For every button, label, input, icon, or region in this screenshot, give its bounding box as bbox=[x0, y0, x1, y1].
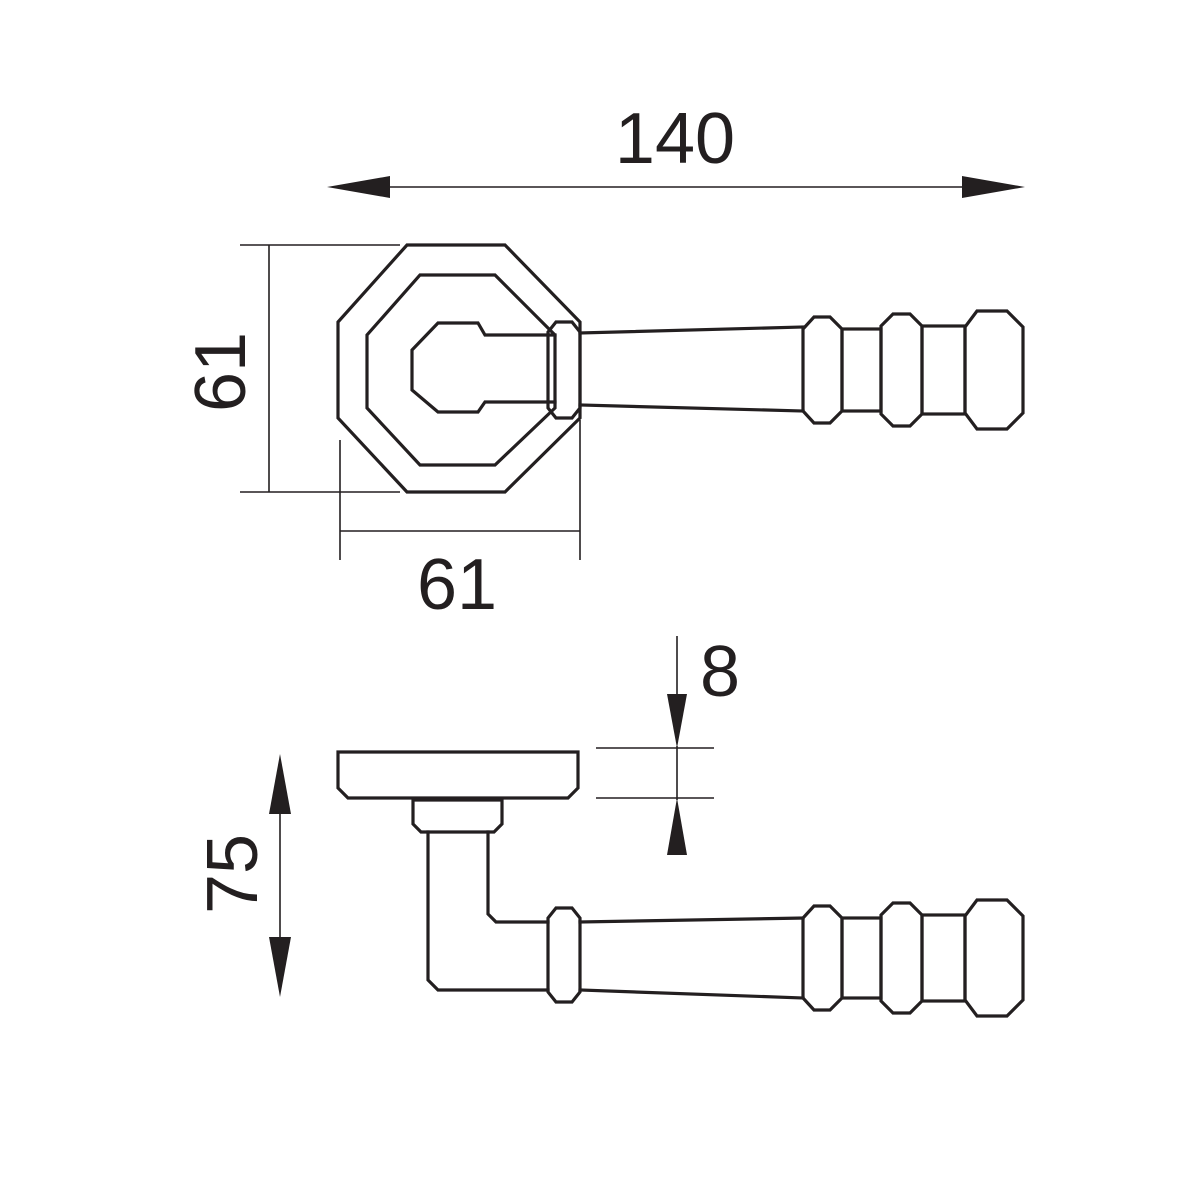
shank-outer bbox=[426, 830, 550, 992]
side-grip-spacer-1 bbox=[840, 916, 883, 1000]
side-lever-top bbox=[578, 916, 805, 924]
arrowhead-up bbox=[667, 798, 687, 855]
side-grip-ring-1 bbox=[801, 904, 844, 1012]
side-grip-end-cap bbox=[963, 898, 1025, 1018]
side-grip-spacer-2 bbox=[920, 913, 967, 1003]
shank-inner bbox=[486, 830, 550, 924]
arrowhead-left bbox=[327, 176, 390, 198]
dimension-label-projection: 75 bbox=[193, 834, 273, 914]
dimension-rose-thickness: 8 bbox=[596, 632, 740, 855]
side-lever-bottom bbox=[578, 988, 805, 1000]
rose-plate bbox=[336, 750, 580, 800]
dimension-label-width: 61 bbox=[417, 545, 497, 625]
rose-inner-octagon bbox=[365, 273, 557, 467]
top-view bbox=[336, 243, 1025, 494]
grip-ring-1 bbox=[801, 315, 844, 425]
collar bbox=[546, 320, 582, 420]
arrowhead-right bbox=[962, 176, 1025, 198]
dimension-rose-width: 61 bbox=[339, 420, 581, 625]
lever-top-edge bbox=[578, 325, 805, 335]
side-grip-ring-2 bbox=[879, 901, 924, 1015]
lever-bottom-edge bbox=[578, 403, 805, 413]
dimension-label-length: 140 bbox=[615, 99, 735, 179]
grip-ring-2 bbox=[879, 312, 924, 428]
spindle-block bbox=[411, 798, 504, 834]
grip-spacer-1 bbox=[840, 327, 883, 413]
arrowhead-down bbox=[667, 694, 687, 748]
grip-spacer-2 bbox=[920, 324, 967, 416]
arrowhead-bottom bbox=[269, 937, 291, 997]
rose-outer-octagon bbox=[336, 243, 582, 494]
side-collar bbox=[546, 906, 582, 1004]
dimension-label-thickness: 8 bbox=[700, 632, 740, 712]
neck-profile bbox=[410, 321, 557, 414]
dimension-label-height: 61 bbox=[181, 332, 261, 412]
dimension-projection: 75 bbox=[193, 754, 291, 997]
dimension-overall-length: 140 bbox=[327, 99, 1025, 198]
arrowhead-top bbox=[269, 754, 291, 814]
dimension-rose-height: 61 bbox=[181, 244, 400, 493]
grip-end-cap bbox=[963, 309, 1025, 431]
side-view bbox=[336, 750, 1025, 1018]
